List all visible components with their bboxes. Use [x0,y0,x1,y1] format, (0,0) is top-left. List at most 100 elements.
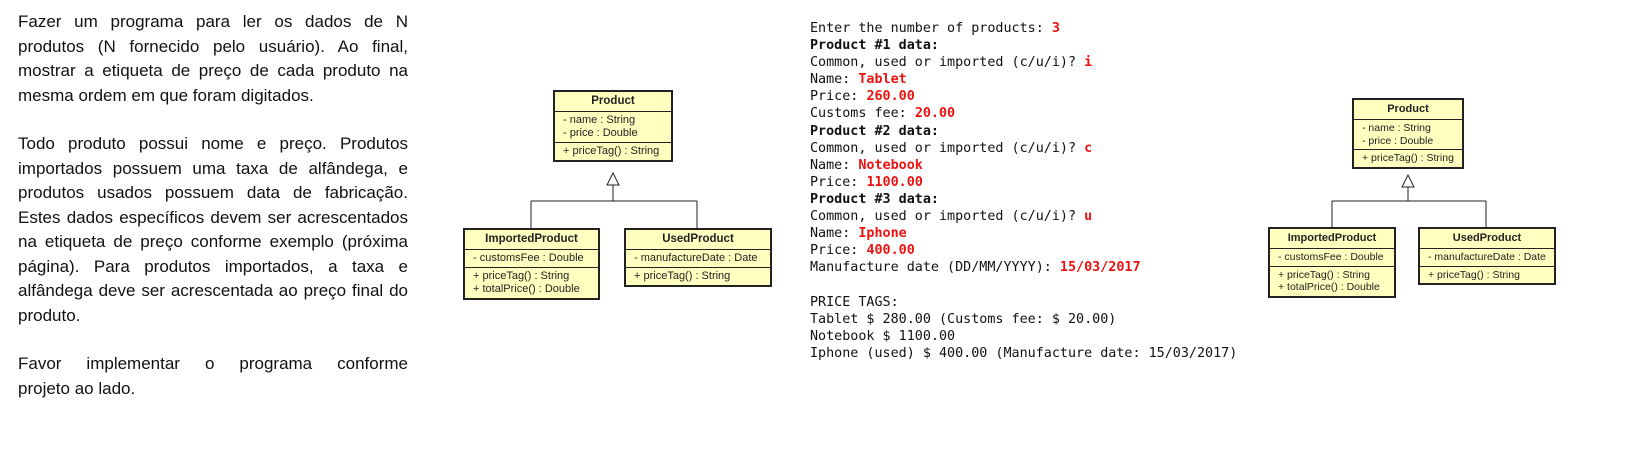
uml-class-imported-product: ImportedProduct - customsFee : Double + … [463,228,600,300]
console-user-input: c [1084,140,1093,156]
console-user-input: i [1084,55,1093,71]
console-text: Notebook $ 1100.00 [810,328,956,344]
console-line [810,276,1237,293]
class-name: ImportedProduct [1270,229,1394,249]
method: + priceTag() : String [1278,268,1370,281]
console-user-input: 3 [1051,21,1060,36]
attribute: - manufactureDate : Date [1428,251,1546,263]
console-line: Customs fee: 20.00 [810,105,1237,122]
class-attributes: - manufactureDate : Date [626,250,770,268]
class-name: UsedProduct [626,230,770,250]
console-line: Manufacture date (DD/MM/YYYY): 15/03/201… [810,259,1237,276]
console-user-input: 1100.00 [866,174,923,190]
method: + priceTag() : String [634,270,731,282]
console-text: Name: [810,157,859,173]
description-paragraph-3-line-1: Favor implementar o programa conforme [18,354,408,373]
attribute: - price : Double [1362,134,1434,147]
class-attributes: - name : String - price : Double [1354,120,1462,150]
console-line: Common, used or imported (c/u/i)? u [810,208,1237,225]
console-line: Iphone (used) $ 400.00 (Manufacture date… [810,345,1237,362]
console-line: Product #2 data: [810,123,1237,140]
description-paragraph-3-line-2: projeto ao lado. [18,378,136,398]
class-name: Product [555,92,671,112]
class-name: Product [1354,100,1462,120]
console-text: Product #3 data: [810,191,939,207]
console-text: Manufacture date (DD/MM/YYYY): [810,260,1060,276]
console-text: Iphone (used) $ 400.00 (Manufacture date… [810,345,1238,361]
class-attributes: - name : String - price : Double [555,112,671,143]
console-text: Price: [810,89,867,105]
console-user-input: Tablet [858,72,907,88]
console-text: Enter the number of products: [810,21,1052,36]
console-text: Common, used or imported (c/u/i)? [810,209,1085,225]
class-name: ImportedProduct [465,230,598,250]
console-line: Product #1 data: [810,37,1237,54]
exercise-description: Fazer um programa para ler os dados de N… [18,10,408,425]
uml-class-product: Product - name : String - price : Double… [1352,98,1464,169]
attribute: - name : String [1362,122,1431,134]
console-user-input: 400.00 [866,243,915,259]
console-line: Common, used or imported (c/u/i)? c [810,140,1237,157]
class-methods: + priceTag() : String [1420,267,1554,284]
uml-class-product: Product - name : String - price : Double… [553,90,673,162]
uml-class-imported-product: ImportedProduct - customsFee : Double + … [1268,227,1396,298]
console-text: Common, used or imported (c/u/i)? [810,140,1085,156]
method: + totalPrice() : Double [473,283,580,295]
console-user-input: Notebook [858,157,923,173]
class-name: UsedProduct [1420,229,1554,249]
console-text: Price: [810,243,867,259]
attribute: - customsFee : Double [1278,251,1384,263]
console-text: Name: [810,72,859,88]
uml-class-used-product: UsedProduct - manufactureDate : Date + p… [1418,227,1556,285]
console-line: Tablet $ 280.00 (Customs fee: $ 20.00) [810,311,1237,328]
attribute: - customsFee : Double [473,252,584,264]
method: + priceTag() : String [563,145,660,157]
console-line: Common, used or imported (c/u/i)? i [810,54,1237,71]
console-line: Name: Tablet [810,71,1237,88]
inheritance-arrow-icon [606,171,620,186]
console-line: Product #3 data: [810,191,1237,208]
class-methods: + priceTag() : String + totalPrice() : D… [465,268,598,298]
console-text: Product #1 data: [810,38,939,54]
console-user-input: u [1084,209,1093,225]
uml-class-diagram-main: Product - name : String - price : Double… [463,90,773,315]
uml-inheritance-lines [530,171,698,228]
method: + priceTag() : String [473,270,570,282]
description-paragraph-3: Favor implementar o programa conforme pro… [18,352,408,401]
console-text: Price: [810,174,867,190]
console-line: PRICE TAGS: [810,294,1237,311]
class-methods: + priceTag() : String [1354,150,1462,167]
console-user-input: 20.00 [914,106,956,122]
class-attributes: - customsFee : Double [1270,249,1394,267]
uml-class-used-product: UsedProduct - manufactureDate : Date + p… [624,228,772,287]
method: + priceTag() : String [1428,268,1520,281]
attribute: - name : String [563,114,636,126]
class-methods: + priceTag() : String + totalPrice() : D… [1270,267,1394,296]
console-line: Price: 1100.00 [810,174,1237,191]
console-text: Common, used or imported (c/u/i)? [810,55,1085,71]
console-user-input: 260.00 [866,89,915,105]
console-text: Customs fee: [810,106,915,122]
class-methods: + priceTag() : String [626,268,770,285]
console-line: Notebook $ 1100.00 [810,328,1237,345]
attribute: - price : Double [563,127,638,139]
method: + totalPrice() : Double [1278,281,1380,293]
attribute: - manufactureDate : Date [634,252,758,264]
description-paragraph-1: Fazer um programa para ler os dados de N… [18,12,408,105]
console-user-input: Iphone [858,226,907,242]
console-line: Enter the number of products: 3 [810,20,1237,37]
console-user-input: 15/03/2017 [1059,260,1141,276]
console-line: Name: Notebook [810,157,1237,174]
class-attributes: - customsFee : Double [465,250,598,268]
console-text: Name: [810,226,859,242]
console-line: Price: 260.00 [810,88,1237,105]
console-text: Tablet $ 280.00 (Customs fee: $ 20.00) [810,311,1117,327]
console-text: PRICE TAGS: [810,294,899,310]
console-line: Price: 400.00 [810,242,1237,259]
method: + priceTag() : String [1362,152,1454,164]
uml-class-diagram-copy: Product - name : String - price : Double… [1268,98,1556,308]
description-paragraph-2: Todo produto possui nome e preço. Produt… [18,134,408,325]
inheritance-arrow-icon [1401,173,1415,188]
console-text: Product #2 data: [810,123,939,139]
